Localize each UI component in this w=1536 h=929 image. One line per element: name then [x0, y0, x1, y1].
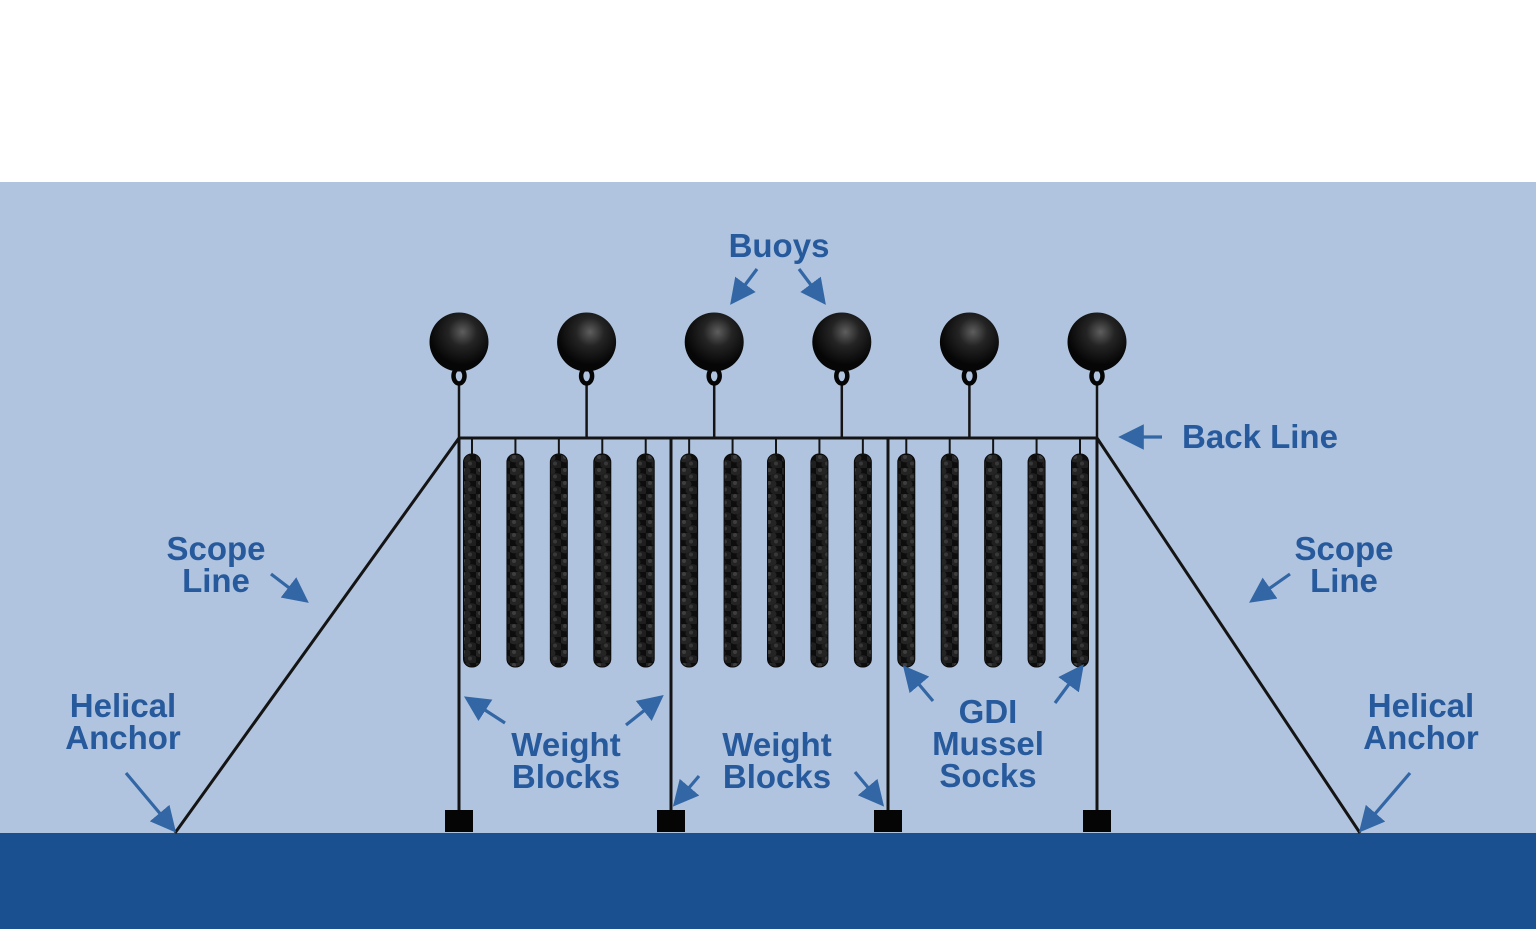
weight-blocks-center-arrow-2	[853, 770, 885, 807]
buoys-arrow-left	[730, 268, 759, 305]
seafloor-band	[0, 833, 1536, 929]
label-weight-blocks-center: Weight Blocks	[722, 726, 832, 795]
buoy	[557, 312, 617, 372]
gdi-socks-arrow-right	[1053, 664, 1084, 704]
weight-block	[657, 810, 685, 832]
buoys-arrow-right	[797, 268, 826, 305]
scope-line-arrow-left	[270, 572, 309, 603]
weight-blocks-left-arrow-2	[625, 695, 664, 727]
scope-line-right	[1095, 437, 1362, 834]
mussel-sock	[767, 453, 785, 668]
scope-line-arrow-right	[1249, 572, 1291, 603]
label-scope-line-right: Scope Line	[1294, 530, 1394, 599]
buoy	[684, 312, 744, 372]
scope-line-left	[173, 437, 461, 834]
label-gdi-mussel-socks: GDI Mussel Socks	[932, 693, 1044, 794]
weight-block	[874, 810, 902, 832]
label-back-line: Back Line	[1182, 418, 1338, 455]
mussel-sock	[636, 453, 655, 668]
mussel-sock	[463, 453, 481, 668]
label-helical-anchor-left: Helical Anchor	[65, 687, 181, 756]
label-helical-anchor-right: Helical Anchor	[1363, 687, 1479, 756]
label-buoys: Buoys	[728, 227, 830, 264]
helical-anchor-arrow-right	[1358, 771, 1412, 833]
mussel-sock	[593, 453, 612, 668]
weight-blocks-left-arrow-1	[463, 696, 506, 725]
mussel-sock	[810, 453, 829, 668]
mussel-sock	[984, 453, 1003, 668]
gdi-socks-arrow-left	[902, 665, 935, 703]
mussel-sock	[940, 453, 959, 668]
mussel-sock	[506, 453, 525, 668]
label-scope-line-left: Scope Line	[166, 530, 266, 599]
mussel-sock	[1071, 453, 1089, 668]
mussel-sock	[853, 453, 872, 668]
buoy	[939, 312, 999, 372]
weight-block	[445, 810, 473, 832]
buoy	[1067, 312, 1127, 372]
weight-block	[1083, 810, 1111, 832]
buoy	[812, 312, 872, 372]
mussel-sock	[723, 453, 742, 668]
mussel-sock	[897, 453, 916, 668]
mussel-sock	[549, 453, 568, 668]
sky-band	[0, 0, 1536, 182]
buoy	[429, 312, 489, 372]
weight-blocks-center-arrow-1	[672, 774, 701, 807]
mussel-sock	[680, 453, 699, 668]
helical-anchor-arrow-left	[124, 771, 177, 833]
label-weight-blocks-left: Weight Blocks	[511, 726, 621, 795]
mussel-sock	[1027, 453, 1046, 668]
